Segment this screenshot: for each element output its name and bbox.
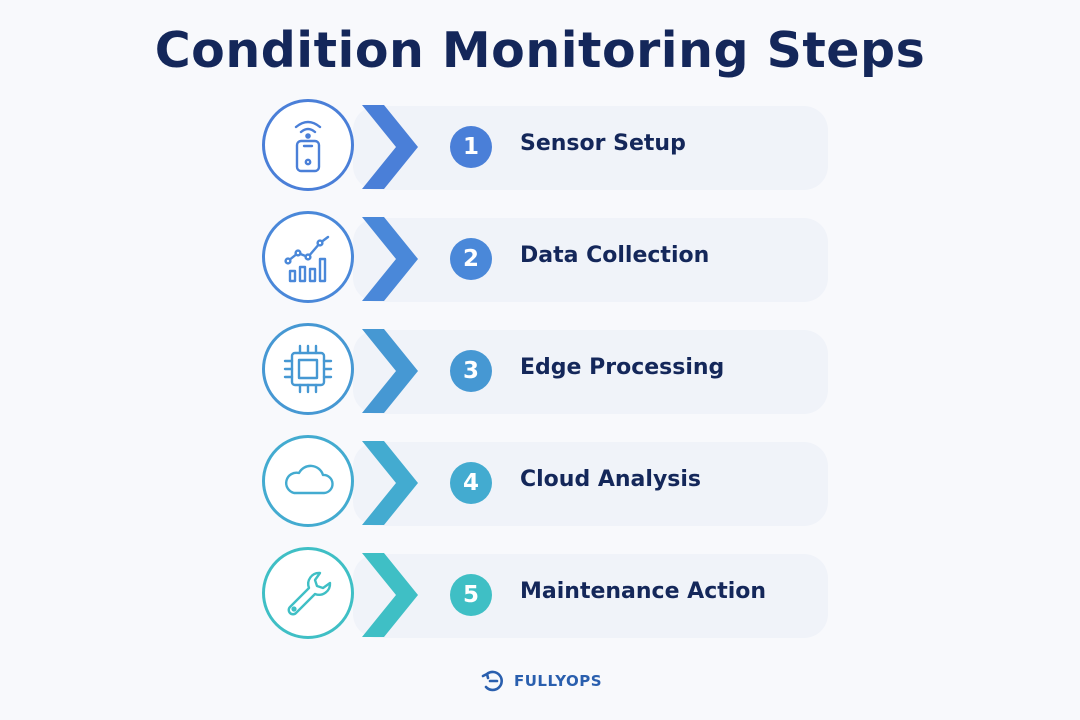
step-2: 2 Data Collection <box>258 211 838 311</box>
step-bar <box>353 330 828 414</box>
step-bar <box>353 554 828 638</box>
step-5: 5 Maintenance Action <box>258 547 838 647</box>
step-1: 1 Sensor Setup <box>258 99 838 199</box>
chevron-right-icon <box>362 329 418 413</box>
step-label: Cloud Analysis <box>520 467 702 492</box>
step-3: 3 Edge Processing <box>258 323 838 423</box>
step-number-badge: 5 <box>450 574 492 616</box>
chevron-right-icon <box>362 217 418 301</box>
chevron-right-icon <box>362 441 418 525</box>
step-icon-circle <box>262 211 354 303</box>
brand-name: FULLYOPS <box>514 672 603 690</box>
step-number-badge: 1 <box>450 126 492 168</box>
step-icon-circle <box>262 435 354 527</box>
page-title: Condition Monitoring Steps <box>154 22 926 79</box>
step-label: Data Collection <box>520 243 710 268</box>
step-bar <box>353 106 828 190</box>
step-label: Maintenance Action <box>520 579 767 604</box>
step-4: 4 Cloud Analysis <box>258 435 838 535</box>
chart-icon <box>284 235 330 283</box>
chip-icon <box>283 344 333 394</box>
step-icon-circle <box>262 99 354 191</box>
step-label: Sensor Setup <box>520 131 686 156</box>
step-number-badge: 4 <box>450 462 492 504</box>
chevron-right-icon <box>362 105 418 189</box>
step-number-badge: 2 <box>450 238 492 280</box>
sensor-icon <box>294 120 322 173</box>
chevron-right-icon <box>362 553 418 637</box>
wrench-icon <box>287 571 332 616</box>
step-label: Edge Processing <box>520 355 725 380</box>
step-icon-circle <box>262 547 354 639</box>
cloud-icon <box>285 464 334 495</box>
fullyops-logo-icon <box>481 670 503 692</box>
step-bar <box>353 218 828 302</box>
step-bar <box>353 442 828 526</box>
brand-logo: FULLYOPS <box>480 666 602 696</box>
step-number-badge: 3 <box>450 350 492 392</box>
step-icon-circle <box>262 323 354 415</box>
